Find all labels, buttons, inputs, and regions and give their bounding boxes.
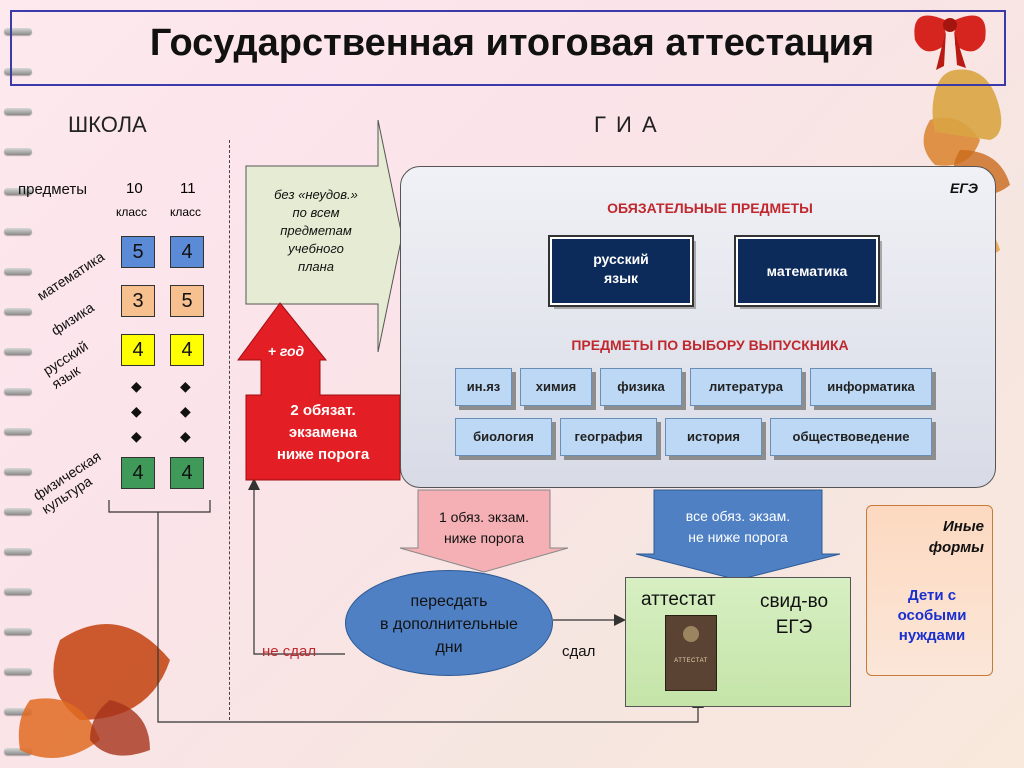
binding-ring (4, 388, 32, 395)
certificate-box (625, 577, 851, 707)
certificate-image-text: АТТЕСТАТ (674, 658, 708, 664)
grade10-word: класс (116, 205, 148, 219)
school-heading: ШКОЛА (68, 112, 147, 137)
all-pass-text: все обяз. экзам. не ниже порога (685, 508, 791, 545)
plus-year-label: + год (267, 343, 305, 359)
mandatory-math: математика (734, 235, 880, 307)
binding-ring (4, 628, 32, 635)
binding-ring (4, 508, 32, 515)
binding-ring (4, 268, 32, 275)
grade-russian-10: 4 (121, 334, 155, 366)
grade-math-11: 4 (170, 236, 204, 268)
elective-chemistry: химия (520, 368, 592, 406)
elective-foreign-language: ин.яз (455, 368, 512, 406)
emblem-icon (683, 626, 699, 642)
grade-pe-11: 4 (170, 457, 204, 489)
grade10-number: 10 (126, 180, 143, 197)
notebook-binding (0, 0, 34, 768)
leaf-icon (18, 624, 171, 758)
grade-pe-10: 4 (121, 457, 155, 489)
certificate-image: АТТЕСТАТ (665, 615, 717, 691)
other-forms-label: Иные формы (928, 518, 984, 556)
retake-text: пересдать в дополнительные дни (380, 593, 518, 656)
failed-label: не сдал (262, 643, 317, 660)
binding-ring (4, 748, 32, 755)
binding-ring (4, 228, 32, 235)
gia-heading: Г И А (594, 112, 659, 137)
ellipsis-diamond: ◆ (180, 428, 191, 444)
elective-geography: география (560, 418, 657, 456)
no-fails-text: без «неудов.» по всем предметам учебного… (274, 187, 358, 274)
other-forms-box (866, 505, 993, 676)
binding-ring (4, 428, 32, 435)
grades-bracket (108, 500, 211, 513)
binding-ring (4, 468, 32, 475)
elective-social-studies: обществоведение (770, 418, 932, 456)
bottom-connector (157, 512, 699, 723)
grade-physics-11: 5 (170, 285, 204, 317)
subjects-label: предметы (18, 181, 88, 198)
certificate-label: аттестат (641, 589, 716, 610)
special-needs-label: Дети с особыми нуждами (897, 587, 967, 644)
grade11-number: 11 (180, 180, 196, 197)
grade-math-10: 5 (121, 236, 155, 268)
mandatory-heading: ОБЯЗАТЕЛЬНЫЕ ПРЕДМЕТЫ (607, 200, 813, 216)
page-title: Государственная итоговая аттестация (149, 22, 875, 64)
two-fails-text: 2 обязат. экзамена ниже порога (276, 402, 370, 463)
elective-literature: литература (690, 368, 802, 406)
binding-ring (4, 708, 32, 715)
arrow-head-icon (614, 614, 626, 626)
binding-ring (4, 668, 32, 675)
one-fail-arrow (399, 489, 569, 573)
title-frame (10, 10, 1006, 86)
one-fail-text: 1 обяз. экзам. ниже порога (438, 509, 530, 546)
binding-ring (4, 188, 32, 195)
elective-history: история (665, 418, 762, 456)
ellipsis-diamond: ◆ (131, 428, 142, 444)
grade-russian-11: 4 (170, 334, 204, 366)
no-fails-arrow (245, 119, 403, 353)
bow-icon (914, 15, 986, 70)
binding-ring (4, 108, 32, 115)
binding-ring (4, 548, 32, 555)
grade11-word: класс (170, 205, 202, 219)
elective-physics: физика (600, 368, 682, 406)
elective-heading: ПРЕДМЕТЫ ПО ВЫБОРУ ВЫПУСКНИКА (571, 337, 849, 353)
binding-ring (4, 588, 32, 595)
binding-ring (4, 28, 32, 35)
arrow-head-icon (248, 478, 260, 490)
binding-ring (4, 308, 32, 315)
ege-certificate-label: свид-во ЕГЭ (759, 591, 829, 638)
ellipsis-diamond: ◆ (131, 403, 142, 419)
elective-biology: биология (455, 418, 552, 456)
divider (229, 140, 230, 720)
ellipsis-diamond: ◆ (131, 378, 142, 394)
mandatory-russian: русский язык (548, 235, 694, 307)
grade-physics-10: 3 (121, 285, 155, 317)
ellipsis-diamond: ◆ (180, 403, 191, 419)
binding-ring (4, 148, 32, 155)
fail-connector (253, 488, 345, 655)
elective-informatics: информатика (810, 368, 932, 406)
bell-icon (932, 69, 1002, 140)
ege-label: ЕГЭ (950, 180, 978, 196)
two-fails-arrow (237, 302, 401, 481)
ellipsis-diamond: ◆ (180, 378, 191, 394)
all-pass-arrow (635, 489, 841, 581)
binding-ring (4, 348, 32, 355)
passed-label: сдал (562, 643, 596, 660)
binding-ring (4, 68, 32, 75)
retake-oval (345, 570, 553, 676)
